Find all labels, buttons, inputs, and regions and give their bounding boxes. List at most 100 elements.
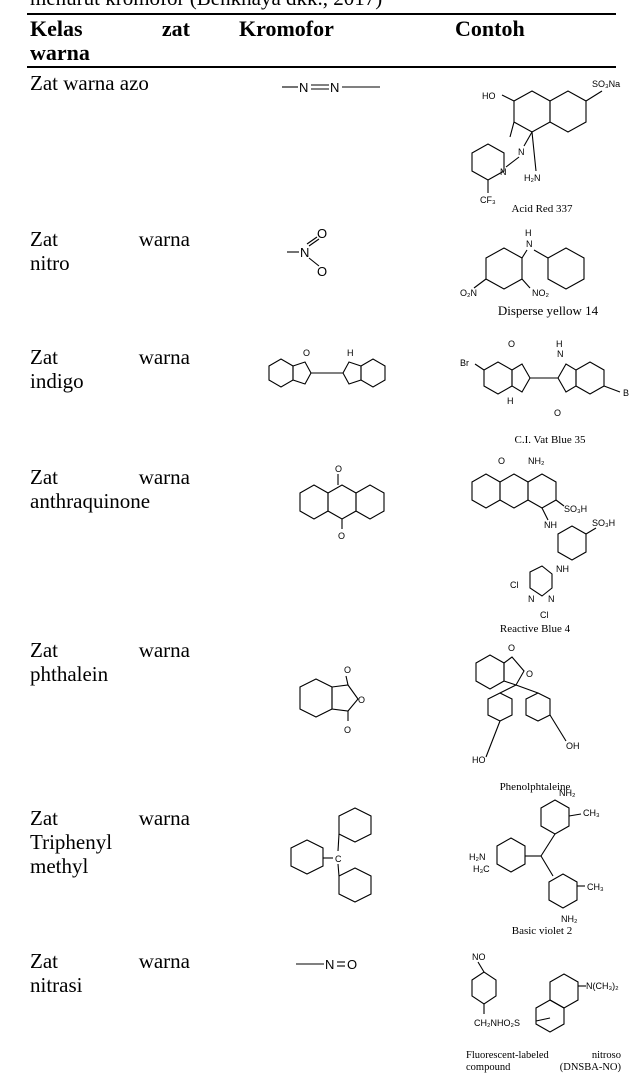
class-nitro-word1: Zat [30,227,58,251]
class-phthalein-word2: warna [138,638,190,662]
indigo-ex-o2: O [554,408,561,418]
header-zat-word: zat [161,16,190,41]
chromophore-nitrasi: N O [296,953,366,975]
indigo-ex-h1: H [556,339,563,349]
example-phthalein-label: Phenolphtaleine [499,781,571,793]
indigo-ex-b: B [623,388,629,398]
nitro-ex-no2: NO₂ [532,288,550,298]
nitrasi-chromo-n: N [325,957,334,972]
top-rule [27,13,616,15]
header-warna-word: warna [30,40,90,65]
phthal-chromo-o3: O [344,725,351,735]
nitro-chromo-o2: O [317,264,327,279]
chromophore-triphenyl: C [287,806,387,906]
chromophore-phthalein: O O O [296,663,376,739]
table-caption: menurut kromofor (Benkhaya dkk., 2017) [30,0,382,11]
class-nitro-word2: warna [138,227,190,251]
phthal-ex-ho: HO [472,755,486,765]
indigo-chromo-h: H [347,348,354,358]
class-nitrasi-word1: Zat [30,949,58,973]
trip-ex-h3c: H₃C [473,864,490,874]
nitrasi-ex-nch3: N(CH₃)₂ [586,981,619,991]
nitro-ex-n: N [526,239,533,249]
example-nitrasi-label: Fluorescent-labeled nitroso compound (DN… [466,1050,621,1073]
anthra-chromo-o1: O [335,464,342,474]
anthra-ex-o: O [498,456,505,466]
indigo-ex-h2: H [507,396,514,406]
azo-h2n: H₂N [524,173,541,183]
trip-ex-nh2-2: NH₂ [561,914,578,924]
class-nitrasi: Zat warna nitrasi [30,949,190,997]
example-triphenyl-label: Basic violet 2 [511,925,573,937]
class-phthalein-word3: phthalein [30,662,109,686]
class-anthraquinone-word1: Zat [30,465,58,489]
phthal-chromo-o1: O [344,665,351,675]
trip-ex-ch3-2: CH₃ [587,882,604,892]
class-phthalein-word1: Zat [30,638,58,662]
azo-n-a: N [518,147,525,157]
class-indigo-word2: warna [138,345,190,369]
class-phthalein: Zat warna phthalein [30,638,190,686]
class-nitrasi-word2: warna [138,949,190,973]
triphenyl-chromo-c: C [335,854,342,864]
indigo-ex-br: Br [460,358,469,368]
header-contoh: Contoh [455,16,525,41]
class-azo-label: Zat warna azo [30,71,149,95]
trip-ex-ch3-1: CH₃ [583,808,600,818]
header-kromofor: Kromofor [239,16,334,41]
azo-ho: HO [482,91,496,101]
nitrasi-ex-no: NO [472,952,486,962]
example-anthraquinone-label: Reactive Blue 4 [499,623,571,635]
azo-cf3: CF₃ [480,195,496,205]
anthra-ex-so3h-2: SO₃H [592,518,615,528]
indigo-ex-n: N [557,349,564,359]
example-phthalein-structure: O O HO OH [470,641,590,776]
example-nitro-structure: H N O₂N NO₂ [460,224,625,304]
azo-n2: N [330,80,339,95]
class-triphenyl-word2: warna [138,806,190,830]
anthra-ex-nh-1: NH [544,520,557,530]
nitro-chromo-n: N [300,245,309,260]
chromophore-nitro: N O O [287,226,337,279]
example-nitro-label: Disperse yellow 14 [497,303,599,318]
indigo-ex-o1: O [508,339,515,349]
phthal-ex-o2: O [526,669,533,679]
example-nitrasi-structure: NO CH₂NHO₂S N(CH₃)₂ [470,950,620,1040]
header-kelas: Kelas zat warna [30,17,190,65]
example-azo-label: Acid Red 337 [511,203,573,215]
class-azo: Zat warna azo [30,71,230,95]
anthra-ex-cl1: Cl [510,580,519,590]
example-indigo-structure: O H N H O Br B [460,334,630,424]
trip-ex-nh2-1: NH₂ [559,788,576,798]
anthra-ex-so3h-1: SO₃H [564,504,587,514]
class-indigo-word1: Zat [30,345,58,369]
nitrasi-chromo-o: O [347,957,357,972]
example-indigo-label: C.I. Vat Blue 35 [514,434,586,446]
azo-so3na: SO₃Na [592,79,620,89]
class-nitrasi-word3: nitrasi [30,973,83,997]
class-nitro-word3: nitro [30,251,70,275]
azo-n1: N [299,80,308,95]
anthra-ex-cl2: Cl [540,610,549,620]
class-anthraquinone-word3: anthraquinone [30,489,151,513]
chromophore-anthraquinone: O O [297,463,387,545]
header-rule [27,66,616,68]
nitro-chromo-o1: O [317,226,327,241]
phthal-chromo-o2: O [358,695,365,705]
class-triphenyl-word4: methyl [30,854,89,878]
class-triphenyl-word1: Zat [30,806,58,830]
anthra-chromo-o2: O [338,531,345,541]
example-triphenyl-structure: NH₂ CH₃ H₂N H₃C CH₃ NH₂ [467,786,622,926]
phthal-ex-oh: OH [566,741,580,751]
nitro-ex-o2n: O₂N [460,288,477,298]
anthra-ex-nh2: NH₂ [528,456,545,466]
header-kelas-word: Kelas [30,16,83,41]
class-nitro: Zat warna nitro [30,227,190,275]
indigo-chromo-o: O [303,348,310,358]
trip-ex-h2n: H₂N [469,852,486,862]
chromophore-azo: N N [282,76,382,100]
nitrasi-ex-ch2nho2s: CH₂NHO₂S [474,1018,520,1028]
